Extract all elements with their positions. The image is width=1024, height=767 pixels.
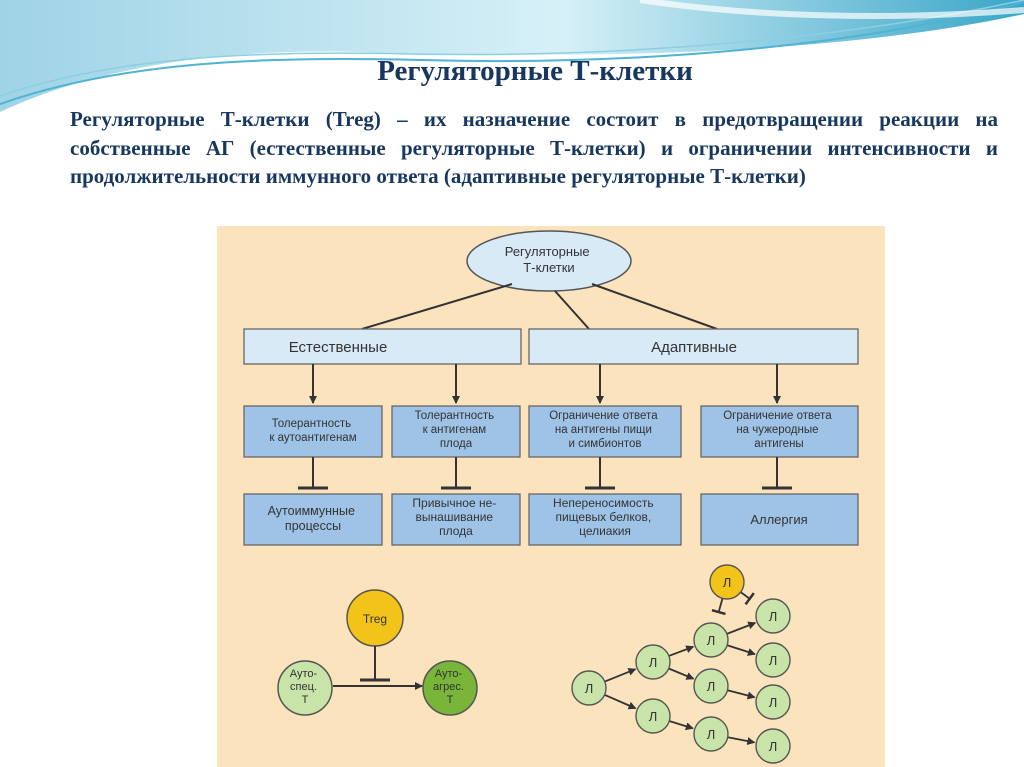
autoaggressive-t-cell	[422, 660, 478, 716]
inhibition-line	[717, 598, 724, 613]
proliferation-arrow	[668, 667, 695, 680]
branch-natural-label: Естественные	[289, 339, 388, 356]
lymphocyte-label: Л	[649, 709, 658, 724]
lymphocyte-node	[571, 670, 607, 706]
lymphocyte-label: Л	[707, 727, 716, 742]
lymphocyte-label: Л	[707, 633, 716, 648]
lymphocyte-node	[755, 598, 791, 634]
outcome-box-food-intolerance	[528, 493, 682, 546]
lymphocyte-node	[635, 644, 671, 680]
intro-paragraph: Регуляторные Т-клетки (Treg) – их назнач…	[70, 107, 998, 188]
slide-title: Регуляторные Т-клетки	[377, 55, 693, 87]
lymphocyte-node	[693, 622, 729, 658]
function-box-fetal-tolerance	[391, 405, 521, 458]
lymphocyte-label: Л	[769, 653, 778, 668]
lymphocyte-node	[755, 684, 791, 720]
outcome-box-autoimmune	[243, 493, 383, 546]
branch-natural-box	[243, 328, 522, 365]
lymphocyte-regulator-node	[709, 564, 745, 600]
lymphocyte-label: Л	[769, 739, 778, 754]
function-box-foreign-limit	[700, 405, 859, 458]
proliferation-arrow	[668, 645, 695, 657]
function-label-food-limit: Ограничение ответа на антигены пищи и си…	[549, 410, 661, 450]
lymphocyte-label: Л	[723, 575, 732, 590]
outcome-label-food-intolerance: Непереносимость пищевых белков, целиакия	[553, 496, 657, 538]
treg-diagram: Регуляторные Т-клетки Естественные Адапт…	[217, 226, 885, 767]
inhibition-connectors	[298, 457, 792, 490]
proliferation-arrow	[727, 689, 756, 700]
proliferation-arrow	[668, 720, 694, 731]
header-wave-decoration	[0, 0, 1024, 112]
root-label: Регуляторные Т-клетки	[505, 244, 594, 275]
proliferation-arrow	[727, 736, 756, 745]
function-label-fetal-tolerance: Толерантность к антигенам плода	[415, 410, 498, 450]
outcome-label-autoimmune: Аутоиммунные процессы	[268, 504, 359, 533]
function-box-autoantigen-tolerance	[243, 405, 383, 458]
treg-cell-label: Treg	[363, 612, 387, 626]
root-node	[466, 230, 632, 292]
autospecific-t-cell-label: Ауто- спец. Т	[290, 668, 320, 706]
function-box-food-limit	[528, 405, 682, 458]
outcome-box-miscarriage	[391, 493, 521, 546]
function-label-foreign-limit: Ограничение ответа на чужеродные антиген…	[723, 410, 835, 450]
proliferation-arrow	[726, 644, 756, 656]
function-label-autoantigen-tolerance: Толерантность к аутоантигенам	[269, 418, 356, 444]
outcome-box-allergy	[700, 493, 859, 546]
inhibition-bar	[711, 608, 726, 616]
lymphocyte-node	[755, 728, 791, 764]
lymphocyte-label: Л	[769, 609, 778, 624]
autospecific-t-cell	[277, 660, 333, 716]
inhibition-line	[740, 591, 751, 600]
proliferation-arrow	[604, 693, 637, 710]
lymphocyte-label: Л	[649, 655, 658, 670]
lymphocyte-tree: Л Л Л Л Л Л Л Л Л Л Л	[571, 564, 791, 764]
lymphocyte-label: Л	[707, 679, 716, 694]
lymphocyte-label: Л	[769, 695, 778, 710]
lymphocyte-label: Л	[585, 681, 594, 696]
lymphocyte-node	[755, 642, 791, 678]
proliferation-arrow	[604, 668, 637, 683]
lymphocyte-node	[693, 716, 729, 752]
outcome-label-miscarriage: Привычное не- вынашивание плода	[412, 496, 499, 538]
lymphocyte-node	[635, 698, 671, 734]
lymphocyte-node	[693, 668, 729, 704]
autoaggressive-t-cell-label: Ауто- агрес. Т	[433, 668, 467, 706]
branch-adaptive-box	[528, 328, 859, 365]
proliferation-arrow	[726, 621, 757, 635]
inhibition-bar	[744, 592, 755, 606]
branch-adaptive-label: Адаптивные	[651, 339, 737, 356]
outcome-label-allergy: Аллергия	[750, 512, 807, 527]
